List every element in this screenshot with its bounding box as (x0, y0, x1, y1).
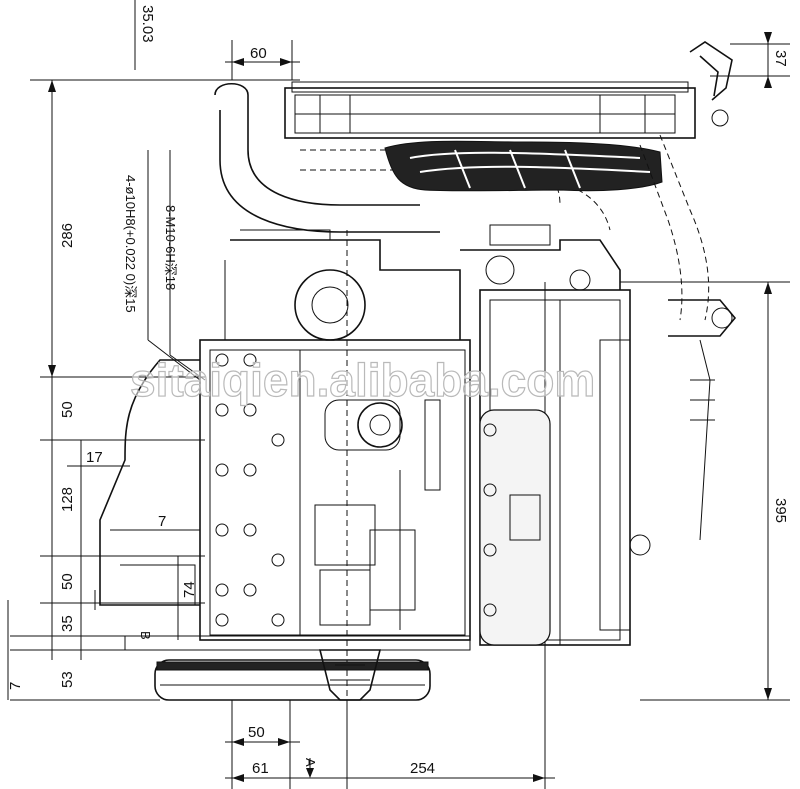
engine-body (94, 41, 737, 701)
dim-height-128: 128 (59, 487, 76, 512)
section-marks: B A (138, 631, 318, 778)
cylinder-block (199, 229, 471, 641)
dim-height-395: 395 (772, 498, 789, 523)
dimension-labels: 35.03 60 37 286 50 17 128 7 50 35 74 53 … (7, 5, 789, 777)
dim-height-50a: 50 (59, 401, 76, 418)
section-mark-b: B (138, 631, 153, 640)
flywheel (154, 649, 431, 701)
dim-top-width: 60 (250, 45, 267, 62)
radiator (284, 41, 733, 139)
dim-bottom-61: 61 (252, 760, 269, 777)
dim-height-74: 74 (181, 581, 198, 598)
dim-height-53: 53 (59, 671, 76, 688)
dim-height-7: 7 (7, 682, 24, 690)
coolant-hose (639, 134, 737, 541)
dim-bottom-254: 254 (410, 760, 435, 777)
dim-top-right: 37 (772, 50, 789, 67)
bolt-spec-note: 8-M10-6H深18 (163, 205, 178, 290)
dim-height-286: 286 (59, 223, 76, 248)
annotation-notes: 8-M10-6H深18 4-ø10H8(+0.022 0)深15 (123, 150, 206, 381)
dim-top-left-vertical: 35.03 (139, 5, 156, 43)
dim-height-50b: 50 (59, 573, 76, 590)
hole-spec-note: 4-ø10H8(+0.022 0)深15 (123, 175, 138, 313)
dim-height-35: 35 (59, 615, 76, 632)
dim-offset-7: 7 (158, 513, 166, 530)
watermark-text: sitaiqien.alibaba.com (130, 354, 595, 406)
side-housing (460, 224, 651, 646)
dimension-arrows (48, 32, 772, 782)
oil-pan (94, 359, 471, 651)
air-filter (384, 140, 663, 192)
dim-offset-17: 17 (86, 449, 103, 466)
section-mark-a: A (303, 758, 318, 767)
dim-bottom-50: 50 (248, 724, 265, 741)
